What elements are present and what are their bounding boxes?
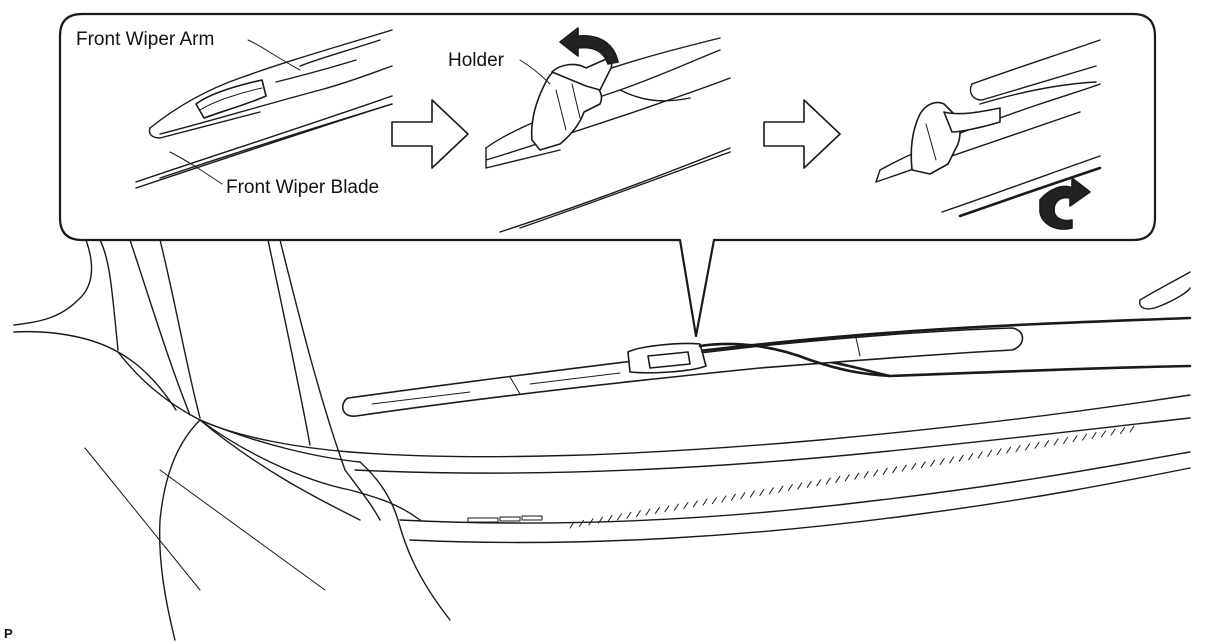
grille-slat	[825, 477, 831, 485]
grille-slat	[816, 479, 822, 487]
page-marker: P	[4, 626, 13, 641]
callout-box	[58, 12, 1157, 338]
grille-slat	[844, 474, 850, 482]
grille-slat	[1034, 441, 1040, 449]
grille-slat	[730, 493, 736, 501]
grille-slat	[835, 475, 841, 483]
grille-slat	[578, 519, 584, 527]
grille-slat	[1120, 427, 1126, 435]
grille-slat	[854, 472, 860, 480]
vehicle-view	[13, 239, 1192, 641]
grille-slat	[778, 485, 784, 493]
grille-slat	[863, 471, 869, 479]
panel-step-2: Holder	[448, 27, 731, 233]
grille-slat	[873, 469, 879, 477]
grille-slat	[1044, 440, 1050, 448]
cowl-grille	[569, 425, 1135, 529]
grille-slat	[920, 461, 926, 469]
grille-slat	[958, 454, 964, 462]
grille-slat	[987, 449, 993, 457]
grille-slat	[1053, 438, 1059, 446]
grille-slat	[597, 516, 603, 524]
grille-slat	[1025, 443, 1031, 451]
grille-slat	[1082, 433, 1088, 441]
grille-slat	[749, 490, 755, 498]
grille-slat	[702, 498, 708, 506]
grille-slat	[626, 511, 632, 519]
grille-slat	[740, 492, 746, 500]
step-arrow-2	[763, 99, 841, 169]
grille-slat	[768, 487, 774, 495]
grille-slat	[892, 466, 898, 474]
grille-slat	[939, 458, 945, 466]
grille-slat	[968, 453, 974, 461]
front-wiper-blade-label: Front Wiper Blade	[226, 177, 379, 198]
grille-slat	[683, 501, 689, 509]
grille-slat	[607, 514, 613, 522]
grille-slat	[721, 495, 727, 503]
grille-slat	[882, 467, 888, 475]
grille-slat	[759, 488, 765, 496]
grille-slat	[673, 503, 679, 511]
grille-slat	[654, 506, 660, 514]
holder-label: Holder	[448, 50, 505, 71]
panel-step-1: Front Wiper Arm Front Wiper Blade	[76, 29, 393, 198]
grille-slat	[635, 510, 641, 518]
grille-slat	[806, 480, 812, 488]
grille-slat	[787, 484, 793, 492]
grille-slat	[664, 505, 670, 513]
front-wiper-arm-label: Front Wiper Arm	[76, 29, 214, 50]
grille-slat	[588, 518, 594, 526]
grille-slat	[949, 456, 955, 464]
grille-slat	[1129, 425, 1135, 433]
panel-step-3	[875, 39, 1102, 230]
grille-slat	[1091, 432, 1097, 440]
grille-slat	[1063, 436, 1069, 444]
grille-slat	[1015, 445, 1021, 453]
step-arrow-1	[391, 99, 469, 169]
grille-slat	[930, 459, 936, 467]
grille-slat	[1006, 446, 1012, 454]
grille-slat	[1110, 428, 1116, 436]
grille-slat	[901, 464, 907, 472]
grille-slat	[996, 448, 1002, 456]
grille-slat	[1072, 435, 1078, 443]
grille-slat	[797, 482, 803, 490]
grille-slat	[1101, 430, 1107, 438]
grille-slat	[616, 513, 622, 521]
grille-slat	[645, 508, 651, 516]
grille-slat	[977, 451, 983, 459]
grille-slat	[569, 521, 575, 529]
grille-slat	[911, 462, 917, 470]
grille-slat	[711, 497, 717, 505]
grille-slat	[692, 500, 698, 508]
